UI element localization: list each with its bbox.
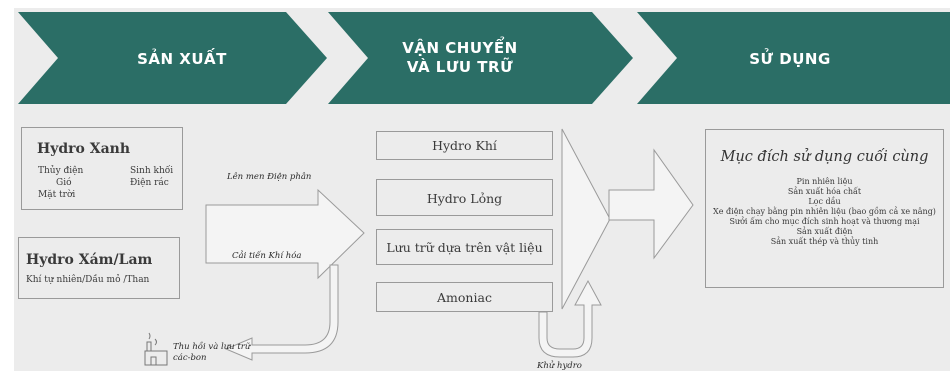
- chevron-usage: [637, 12, 950, 104]
- end-use-item: Sản xuất hóa chất: [787, 187, 862, 196]
- green-hydrogen-title: Hydro Xanh: [37, 141, 131, 157]
- storage-box-liquid: [376, 179, 553, 216]
- factory-icon: [144, 332, 168, 366]
- carbon-capture-label-line1: Thu hồi và lưu trữ: [173, 342, 251, 352]
- storage-arrow: [561, 128, 611, 310]
- carbon-capture-arrow: [224, 264, 339, 361]
- process-reforming-gasification: Cải tiến Khí hóa: [232, 251, 302, 261]
- grey-blue-hydrogen-title: Hydro Xám/Lam: [26, 252, 153, 268]
- usage-arrow: [608, 148, 694, 260]
- storage-box-ammonia: [376, 282, 553, 312]
- source-solar: Mặt trời: [38, 190, 76, 200]
- grey-blue-hydrogen-sources: Khí tự nhiên/Dầu mỏ /Than: [26, 275, 150, 285]
- end-use-box: [705, 129, 944, 288]
- dehydrogenation-arrow: [538, 279, 602, 358]
- end-use-item: Lọc dầu: [808, 197, 841, 206]
- storage-label-gas: Hydro Khí: [432, 138, 497, 153]
- production-arrow: [205, 188, 365, 280]
- source-biomass: Sinh khối: [130, 166, 174, 176]
- green-hydrogen-box: [21, 127, 183, 210]
- carbon-capture-label-line2: các-bon: [173, 353, 207, 363]
- end-use-title: Mục đích sử dụng cuối cùng: [720, 149, 929, 165]
- source-waste-power: Điện rác: [130, 178, 169, 188]
- end-use-list: Pin nhiên liệu Sản xuất hóa chất Lọc dầu…: [700, 177, 949, 247]
- storage-label-ammonia: Amoniac: [437, 290, 492, 305]
- end-use-item: Pin nhiên liệu: [796, 177, 853, 186]
- end-use-item: Sản xuất điện: [796, 227, 853, 236]
- chevron-transport-label-line2: VÀ LƯU TRỮ: [406, 58, 514, 76]
- storage-label-liquid: Hydro Lỏng: [426, 191, 503, 206]
- process-fermentation-electrolysis: Lên men Điện phân: [227, 172, 312, 182]
- chevron-production-label: SẢN XUẤT: [137, 50, 227, 68]
- grey-blue-hydrogen-box: [18, 237, 180, 299]
- chevron-transport-label-line1: VẬN CHUYỂN: [402, 39, 518, 57]
- chevron-transport: [328, 12, 633, 104]
- storage-label-material: Lưu trữ dựa trên vật liệu: [386, 240, 543, 255]
- end-use-item: Xe điện chạy bằng pin nhiên liệu (bao gồ…: [713, 207, 936, 216]
- chevron-production: [18, 12, 327, 104]
- source-hydro: Thủy điện: [38, 166, 84, 176]
- end-use-item: Sưởi ấm cho mục đích sinh hoạt và thương…: [729, 217, 920, 226]
- storage-box-material: [376, 229, 553, 265]
- chevron-usage-label: SỬ DỤNG: [749, 50, 831, 68]
- dehydrogenation-label: Khử hydro: [537, 361, 582, 371]
- end-use-item: Sản xuất thép và thủy tinh: [770, 237, 879, 246]
- storage-box-gas: [376, 131, 553, 160]
- source-wind: Gió: [56, 178, 72, 188]
